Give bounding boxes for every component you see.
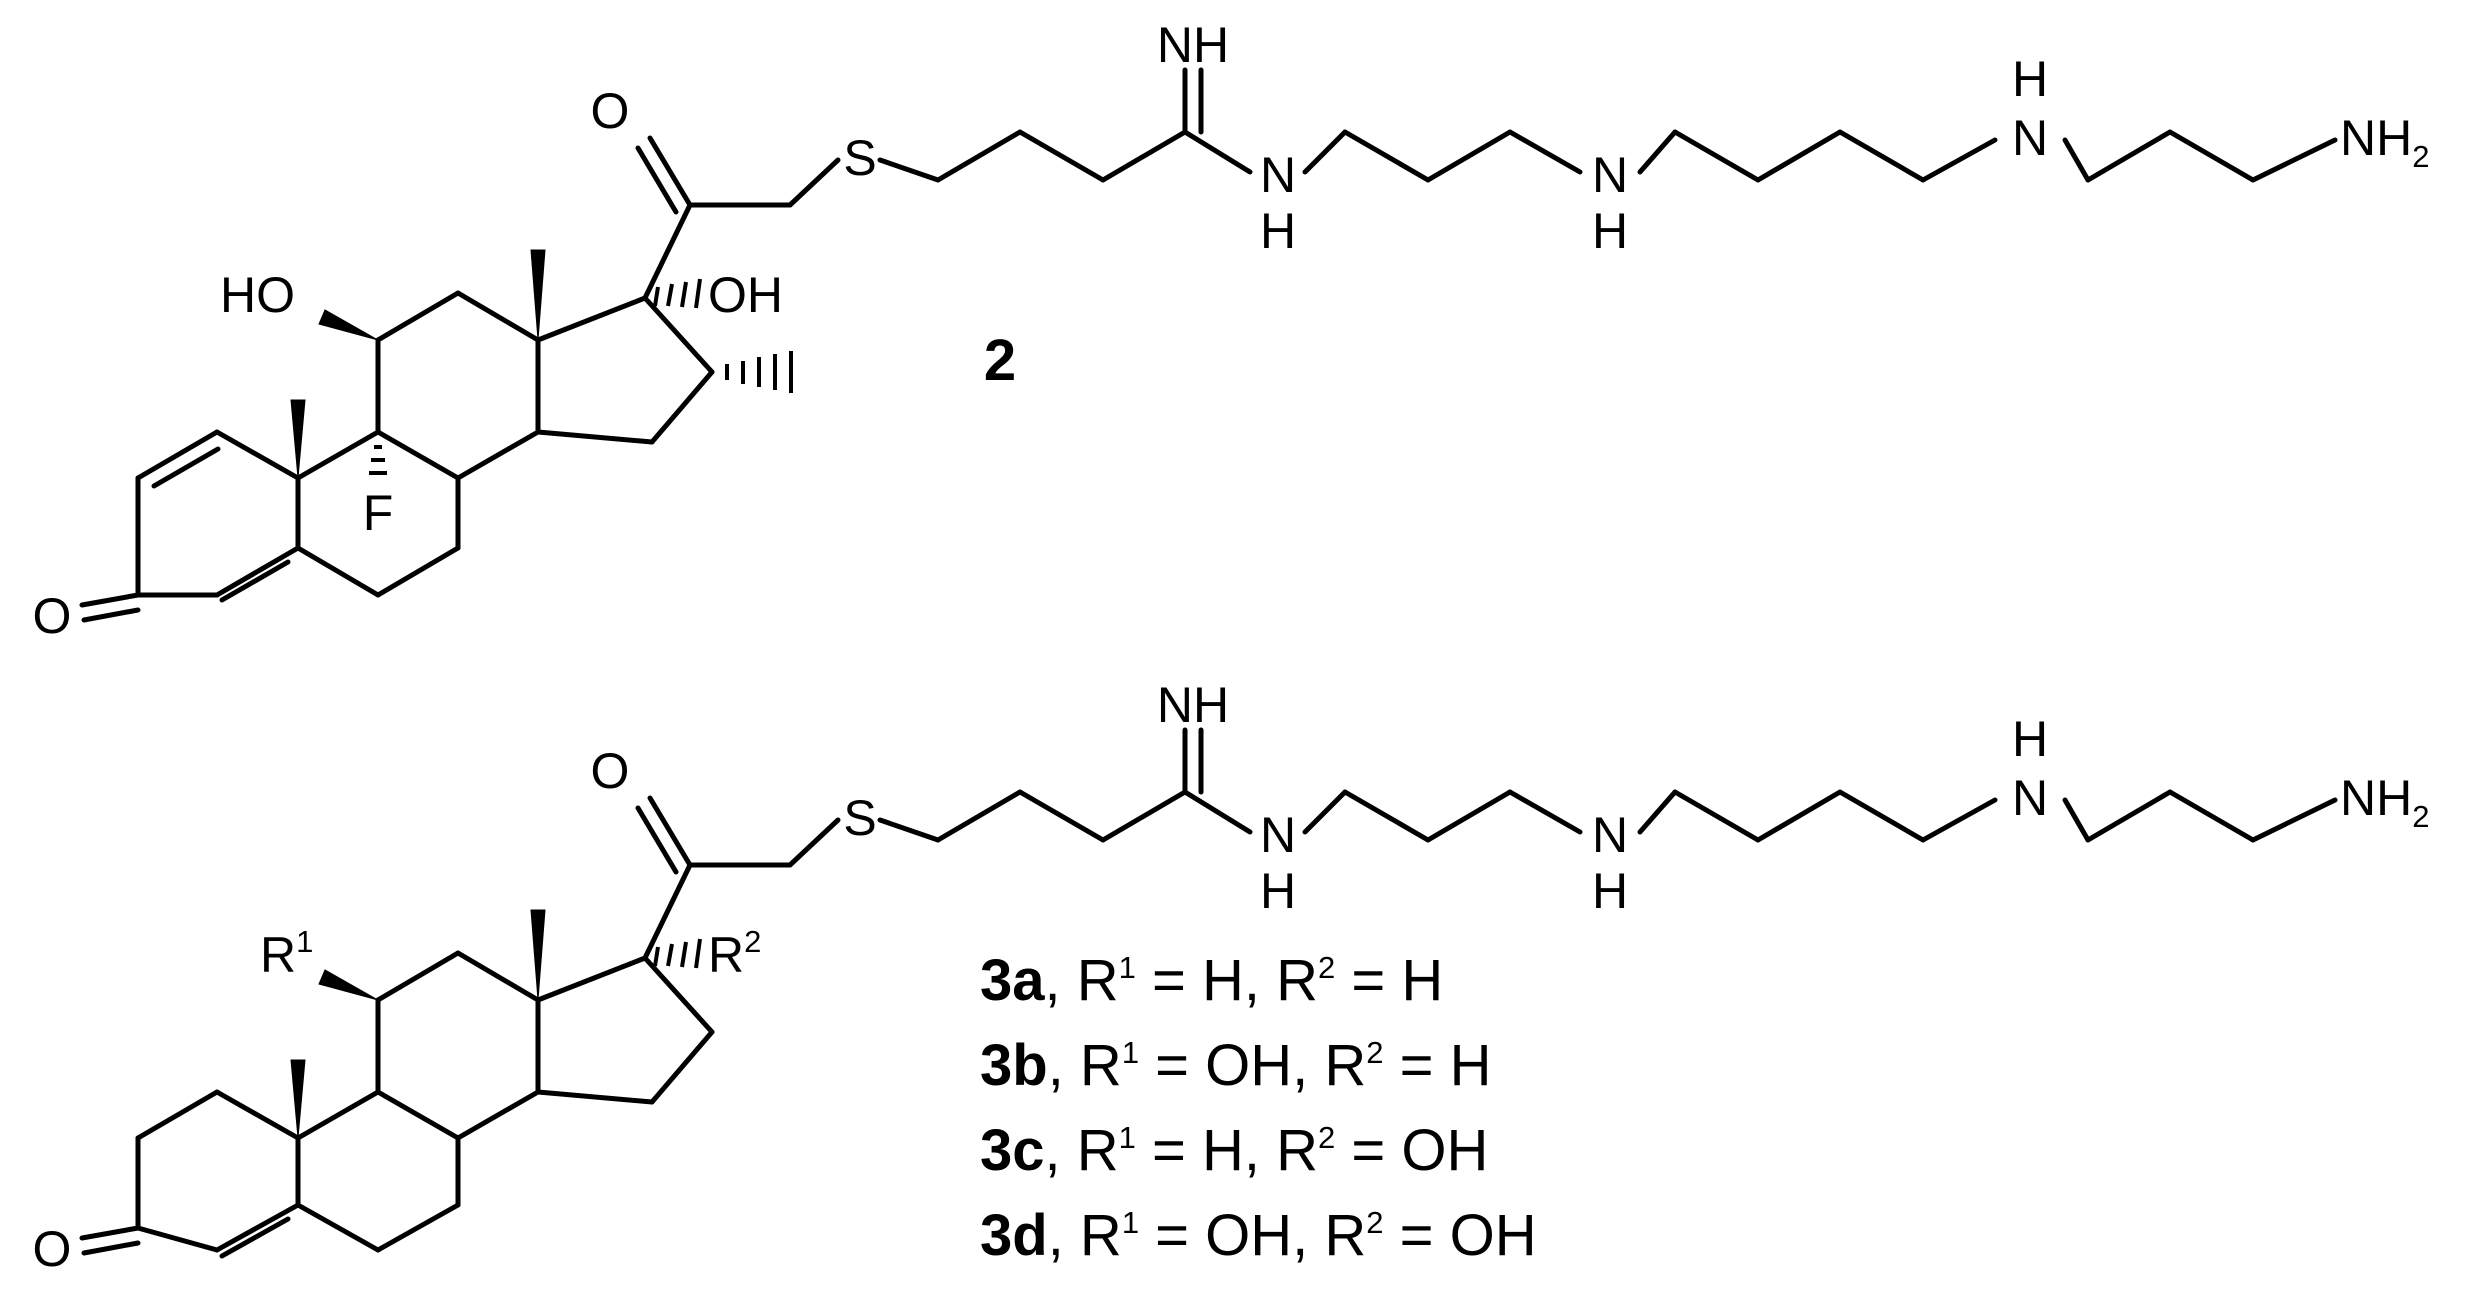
compound-3-sulfur: S	[843, 790, 876, 846]
compound-3-r2-hash	[653, 938, 702, 969]
compound-3-variant-legend: 3a, R1 = H, R2 = H 3b, R1 = OH, R2 = H 3…	[980, 948, 1537, 1268]
compound-3-amine-1-h: H	[1592, 863, 1628, 919]
variant-r2-value: OH	[1401, 1118, 1488, 1183]
compound-2-9-fluoro-hash	[369, 445, 387, 475]
compound-2-17-oh-hash	[653, 278, 702, 309]
compound-3-enone-oxygen: O	[33, 1221, 72, 1277]
compound-3-ring-c	[375, 950, 541, 1141]
compound-3-terminal-amine: NH2	[2340, 770, 2429, 834]
compound-3-c19-methyl-wedge	[290, 1059, 306, 1139]
compound-2-16-methyl-hash	[725, 351, 793, 393]
variant-r1-value: H	[1202, 948, 1244, 1013]
compound-3-c18-methyl-wedge	[530, 909, 546, 1001]
variant-r2-value: OH	[1450, 1203, 1537, 1268]
compound-2-amidine-h: H	[1260, 203, 1296, 259]
compound-2-amine-1-h: H	[1592, 203, 1628, 259]
compound-3-side-chain	[635, 727, 2338, 961]
compound-3-keto-oxygen: O	[591, 743, 630, 799]
compound-3-structure: O S NH N H N H H N NH2 R1 R2 O	[33, 677, 2430, 1277]
compound-2-11-hydroxyl: HO	[220, 267, 295, 323]
variant-line: 3a, R1 = H, R2 = H	[980, 948, 1443, 1013]
compound-2-c19-methyl-wedge	[290, 399, 306, 479]
compound-2-ring-b	[295, 429, 461, 598]
variant-id: 3a	[980, 948, 1045, 1013]
compound-2-enone-oxygen: O	[33, 588, 72, 644]
compound-2-amine-2-h: H	[2012, 51, 2048, 107]
variant-r1-value: H	[1202, 1118, 1244, 1183]
variant-r2-value: H	[1450, 1033, 1492, 1098]
compound-3-ring-d	[535, 955, 715, 1105]
compound-3-ring-b	[295, 1089, 461, 1253]
compound-2-keto-oxygen: O	[591, 83, 630, 139]
compound-2-ring-a	[79, 429, 301, 623]
compound-2-11-oh-wedge	[318, 309, 379, 341]
compound-2-label: 2	[984, 328, 1016, 393]
compound-3-amidine-n: N	[1260, 807, 1296, 863]
compound-2-side-chain	[635, 67, 2338, 301]
compound-2-imine-nh: NH	[1157, 17, 1229, 73]
variant-line: 3d, R1 = OH, R2 = OH	[980, 1203, 1537, 1268]
compound-3-imine-nh: NH	[1157, 677, 1229, 733]
compound-3-amidine-h: H	[1260, 863, 1296, 919]
compound-3-amine-2-h: H	[2012, 711, 2048, 767]
compound-2-ring-d	[535, 295, 715, 445]
variant-r2-value: H	[1401, 948, 1443, 1013]
compound-2-sulfur: S	[843, 130, 876, 186]
variant-id: 3b	[980, 1033, 1048, 1098]
compound-2-17-hydroxyl: OH	[708, 267, 783, 323]
variant-r1-value: OH	[1205, 1033, 1292, 1098]
variant-r1-value: OH	[1205, 1203, 1292, 1268]
variant-line: 3b, R1 = OH, R2 = H	[980, 1033, 1492, 1098]
compound-3-ring-a	[79, 1089, 301, 1259]
compound-3-r1-substituent: R1	[260, 924, 313, 983]
compound-3-amine-2-n: N	[2012, 770, 2048, 826]
compound-2-amine-2-n: N	[2012, 110, 2048, 166]
compound-3-r2-substituent: R2	[708, 924, 761, 983]
compound-2-amidine-n: N	[1260, 147, 1296, 203]
variant-id: 3c	[980, 1118, 1045, 1183]
compound-2-amine-1-n: N	[1592, 147, 1628, 203]
compound-3-amine-1-n: N	[1592, 807, 1628, 863]
compound-2-c18-methyl-wedge	[530, 249, 546, 341]
variant-line: 3c, R1 = H, R2 = OH	[980, 1118, 1488, 1183]
compound-2-structure: O S NH N H N H H N NH2 HO OH F O 2	[33, 17, 2430, 644]
compound-2-terminal-amine: NH2	[2340, 110, 2429, 174]
compound-3-r1-wedge	[318, 969, 379, 1001]
compound-2-ring-c	[375, 290, 541, 481]
compound-2-fluorine: F	[363, 485, 394, 541]
variant-id: 3d	[980, 1203, 1048, 1268]
